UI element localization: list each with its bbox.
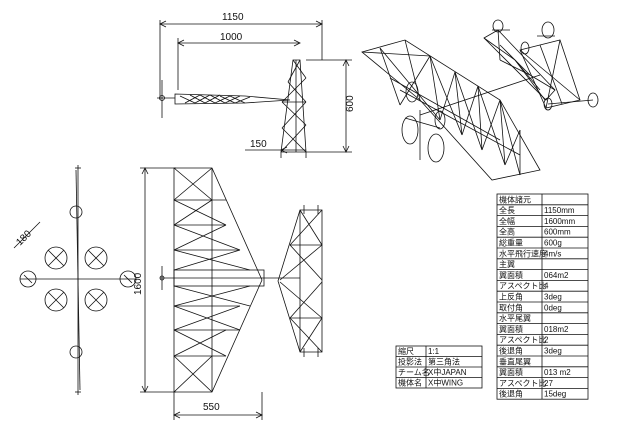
spec-row-value: 15deg [544,390,566,399]
spec-row-value: 018m2 [544,325,569,334]
side-view: 1150 1000 [157,12,356,158]
front-view: 180 [13,165,137,395]
spec-row-value: 600mm [544,228,571,237]
spec-row-label: 翼面積 [499,324,523,334]
spec-row-value: 27 [544,379,553,388]
spec-row-border [496,193,589,400]
title-row-value: X中WING [428,378,463,388]
spec-row-label: アスペクト比 [499,378,546,388]
spec-row-label: 取付角 [499,302,523,312]
spec-row-label: 総重量 [499,238,523,248]
spec-row-label: 上反角 [499,292,523,302]
spec-row-value: 4m/s [544,249,561,258]
title-row-value: 1:1 [428,347,440,356]
dim-tail-chord: 150 [250,139,267,150]
dim-overall-length: 1150 [222,12,244,23]
spec-row-value: 0deg [544,303,562,312]
spec-row-value: 3deg [544,347,562,356]
spec-row-label: 翼面積 [499,367,523,377]
title-block: 縮尺 1:1 投影法第三角法チーム名X中JAPAN 機体名 X中WING [395,345,483,389]
dim-tail-span: 600 [345,95,356,112]
title-row-label: 機体名 [398,378,422,388]
top-view: 1600 [133,167,323,420]
title-row-value: X中JAPAN [428,367,467,377]
spec-row-label: 全幅 [499,216,515,226]
spec-row-label: 全高 [499,227,515,237]
spec-row-label: アスペクト比 [499,281,546,291]
spec-row-label: 後退角 [499,389,523,399]
spec-row-value: 064m2 [544,271,569,280]
dim-root-chord: 550 [203,402,220,413]
title-row-label: 縮尺 [398,346,414,356]
isometric-view [361,19,599,181]
spec-row-value: 4 [544,282,549,291]
spec-row-label: アスペクト比 [499,335,546,345]
spec-row-value: 1150mm [544,206,575,215]
dim-wing-span: 1600 [133,272,144,295]
spec-row-label: 水平飛行速度 [499,248,547,258]
spec-row-label: 機体諸元 [499,194,531,204]
dim-fuselage-length: 1000 [220,32,243,43]
spec-row-value: 2 [544,336,549,345]
spec-row-value: 1600mm [544,217,575,226]
spec-row-label: 翼面積 [499,270,523,280]
spec-row-label: 水平尾翼 [499,313,531,323]
title-row-label: 投影法 [398,357,422,367]
title-row-value: 第三角法 [428,357,460,367]
spec-row-label: 全長 [499,205,515,215]
spec-row-label: 後退角 [499,346,523,356]
spec-row-value: 013 m2 [544,368,571,377]
spec-row-label: 主翼 [499,259,515,269]
spec-row-label: 垂直尾翼 [499,356,531,366]
spec-row-value: 600g [544,239,562,248]
spec-row-value: 3deg [544,293,562,302]
title-row-label: チーム名 [398,367,430,377]
